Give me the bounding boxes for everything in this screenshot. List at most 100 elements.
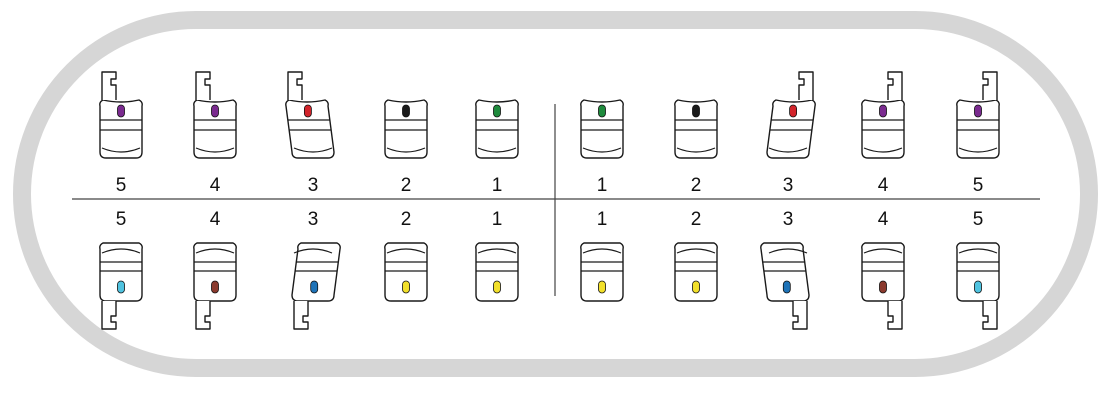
color-dot (974, 280, 982, 294)
color-dot (692, 280, 700, 294)
tooth-number: 2 (401, 209, 412, 230)
tooth-number: 1 (597, 209, 608, 230)
bracket: 2 (674, 209, 718, 302)
bracket-wing (477, 147, 517, 153)
color-dot (789, 104, 797, 118)
bracket-wing (386, 147, 426, 153)
bracket-hook (195, 301, 211, 330)
color-dot (598, 280, 606, 294)
bracket-body (674, 99, 718, 159)
bracket: 3 (766, 71, 816, 196)
bracket: 4 (861, 209, 905, 330)
tooth-number: 4 (210, 209, 221, 230)
bracket-hook (101, 301, 117, 330)
bracket-wing (863, 147, 903, 153)
color-dot (782, 280, 791, 294)
bracket-hook (195, 71, 211, 100)
tooth-number: 4 (878, 175, 889, 196)
tooth-number: 2 (401, 175, 412, 196)
bracket: 3 (285, 71, 335, 196)
bracket-body (766, 99, 816, 159)
bracket: 5 (956, 209, 1000, 330)
bracket: 1 (580, 209, 624, 302)
bracket-wing (386, 248, 426, 254)
tooth-number: 3 (783, 175, 794, 196)
bracket-wing (676, 147, 716, 153)
bracket: 1 (475, 209, 519, 302)
bracket-wing (293, 147, 333, 153)
bracket-body (580, 242, 624, 302)
upper-arch: 5 4 3 2 1 1 2 3 4 5 (99, 71, 1000, 196)
tooth-number: 1 (492, 175, 503, 196)
bracket-wing (958, 248, 998, 254)
color-dot (692, 104, 700, 118)
tooth-number: 3 (308, 175, 319, 196)
bracket-wing (676, 248, 716, 254)
color-dot (974, 104, 982, 118)
bracket-hook (287, 71, 303, 100)
bracket-body (99, 242, 143, 302)
bracket: 1 (475, 99, 519, 196)
tooth-number: 5 (116, 209, 127, 230)
tooth-number: 4 (878, 209, 889, 230)
bracket: 5 (99, 209, 143, 330)
bracket-wing (768, 248, 808, 254)
tooth-number: 2 (691, 175, 702, 196)
color-dot (402, 104, 410, 118)
bracket-wing (582, 248, 622, 254)
bracket-body (285, 99, 335, 159)
color-dot (493, 104, 501, 118)
bracket: 3 (760, 209, 810, 330)
bracket-body (956, 99, 1000, 159)
tooth-number: 5 (116, 175, 127, 196)
color-dot (598, 104, 606, 118)
bracket-body (291, 242, 341, 302)
bracket-wing (958, 147, 998, 153)
color-dot (211, 280, 219, 294)
bracket: 1 (580, 99, 624, 196)
bracket-wing (101, 248, 141, 254)
bracket-body (760, 242, 810, 302)
outer-frame (13, 11, 1098, 377)
tooth-number: 5 (973, 209, 984, 230)
color-dot (310, 280, 319, 294)
bracket-hook (887, 301, 903, 330)
color-dot (493, 280, 501, 294)
bracket-body (861, 242, 905, 302)
bracket-wing (768, 147, 808, 153)
bracket: 4 (193, 71, 237, 196)
bracket-hook (792, 301, 808, 330)
bracket: 3 (291, 209, 341, 330)
bracket-body (475, 99, 519, 159)
bracket-hook (982, 301, 998, 330)
bracket-body (384, 99, 428, 159)
bracket: 2 (384, 99, 428, 196)
tooth-number: 4 (210, 175, 221, 196)
bracket-body (956, 242, 1000, 302)
color-dot (402, 280, 410, 294)
bracket-wing (101, 147, 141, 153)
tooth-number: 1 (492, 209, 503, 230)
bracket-wing (195, 147, 235, 153)
color-dot (117, 104, 125, 118)
tooth-number: 3 (308, 209, 319, 230)
bracket-hook (982, 71, 998, 100)
bracket-wing (195, 248, 235, 254)
color-dot (879, 280, 887, 294)
bracket-body (193, 242, 237, 302)
bracket: 2 (674, 99, 718, 196)
bracket-body (580, 99, 624, 159)
bracket: 4 (861, 71, 905, 196)
bracket-wing (477, 248, 517, 254)
color-dot (211, 104, 219, 118)
bracket-body (475, 242, 519, 302)
bracket-body (384, 242, 428, 302)
bracket-body (861, 99, 905, 159)
bracket: 4 (193, 209, 237, 330)
bracket: 5 (956, 71, 1000, 196)
tooth-number: 3 (783, 209, 794, 230)
color-dot (117, 280, 125, 294)
bracket-hook (101, 71, 117, 100)
bracket: 2 (384, 209, 428, 302)
